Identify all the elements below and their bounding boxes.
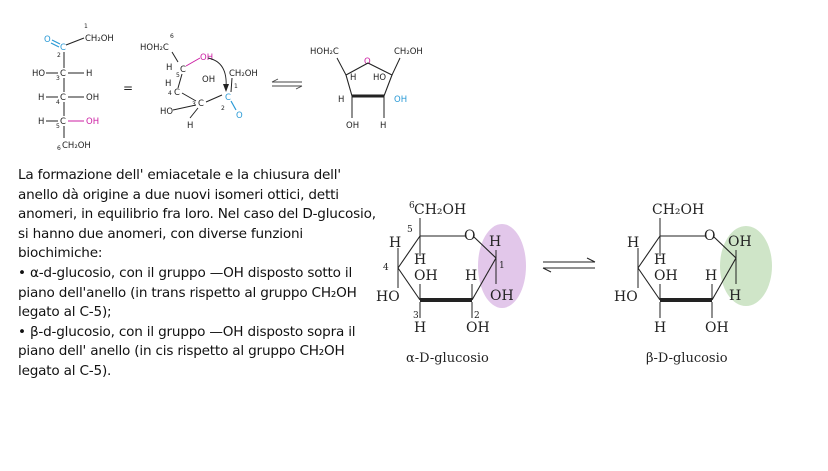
- furanose-ring: HOH₂C CH₂OH O H HO H OH OH H: [310, 47, 423, 131]
- fischer-num-5: 5: [56, 123, 60, 130]
- cyclizing-ch2oh: CH₂OH: [229, 69, 258, 79]
- cyclizing-num-5: 5: [176, 72, 180, 79]
- beta-oh-c3: OH: [654, 268, 678, 284]
- fischer-ch2oh-top: CH₂OH: [85, 34, 114, 44]
- beta-oh-c2: OH: [705, 320, 729, 336]
- cyclizing-oh-c4: OH: [202, 75, 215, 85]
- beta-h-c4: H: [654, 252, 666, 268]
- beta-h-c5: H: [627, 235, 639, 251]
- alpha-oh-c1: OH: [490, 288, 514, 304]
- cyclizing-num-6: 6: [170, 33, 174, 40]
- alpha-ch2oh: CH₂OH: [414, 202, 466, 218]
- cyclizing-h-c5: H: [166, 63, 172, 73]
- cyclizing-num-1: 1: [234, 83, 238, 90]
- fischer-num-3: 3: [56, 75, 60, 82]
- furanose-o: O: [364, 57, 371, 67]
- alpha-o: O: [464, 228, 475, 244]
- beta-h-c2: H: [705, 268, 717, 284]
- beta-oh-c1: OH: [728, 234, 752, 250]
- fischer-h-c3: H: [86, 69, 92, 79]
- cyclizing-h-c4: H: [165, 79, 171, 89]
- fischer-num-4: 4: [56, 99, 60, 106]
- furanose-h-c4: H: [338, 95, 344, 105]
- alpha-h-c2: H: [465, 268, 477, 284]
- alpha-num-5: 5: [407, 225, 413, 235]
- cyclizing-c3: C: [198, 99, 204, 109]
- alpha-anomeric-highlight: [478, 224, 526, 308]
- cyclizing-c4: C: [174, 88, 180, 98]
- fischer-c4: C: [60, 93, 66, 103]
- alpha-h-c1: H: [489, 234, 501, 250]
- fischer-oh-c5: OH: [86, 117, 99, 127]
- furanose-h-c3: H: [380, 121, 386, 131]
- equals-sign: =: [123, 81, 133, 95]
- explanation-text: La formazione dell' emiacetale e la chiu…: [18, 166, 378, 382]
- cyclizing-structure: HOH₂C 6 OH H 5 C OH H 4 C 3 C C 2 1 CH₂O…: [140, 33, 258, 131]
- equilibrium-arrows-anomers: [542, 257, 596, 273]
- furanose-ch2oh: CH₂OH: [394, 47, 423, 57]
- beta-h-c3: H: [654, 320, 666, 336]
- fischer-oh-c4: OH: [86, 93, 99, 103]
- fischer-o: O: [44, 35, 51, 45]
- equilibrium-arrows-top: [271, 78, 303, 90]
- beta-ch2oh: CH₂OH: [652, 202, 704, 218]
- fischer-h-c5: H: [38, 117, 44, 127]
- furanose-oh-c4: OH: [346, 121, 359, 131]
- beta-ho-c4: HO: [614, 289, 638, 305]
- alpha-oh-c3: OH: [414, 268, 438, 284]
- alpha-num-6: 6: [409, 201, 415, 211]
- cyclizing-o: O: [236, 111, 243, 121]
- alpha-h-c5: H: [389, 235, 401, 251]
- alpha-num-1: 1: [499, 261, 505, 271]
- furanose-hoh2c: HOH₂C: [310, 47, 339, 57]
- alpha-h-c3: H: [414, 320, 426, 336]
- fischer-ho-c3: HO: [32, 69, 45, 79]
- furanose-h-c5: H: [350, 73, 356, 83]
- beta-caption: β-D-glucosio: [646, 351, 728, 366]
- alpha-h-c4: H: [414, 252, 426, 268]
- cyclizing-c5: C: [180, 65, 186, 75]
- fischer-c1: C: [60, 43, 66, 53]
- beta-h-c1: H: [729, 288, 741, 304]
- fischer-ch2oh-bottom: CH₂OH: [62, 141, 91, 151]
- fischer-num-6: 6: [57, 145, 61, 152]
- alpha-glucose: 6 CH₂OH 5 O H H 4 HO OH 3 H H 2 OH H 1: [376, 201, 526, 366]
- beta-glucose: CH₂OH O H H HO OH H H OH OH H β-D-glucos…: [614, 202, 772, 366]
- explanation-intro: La formazione dell' emiacetale e la chiu…: [18, 167, 376, 262]
- furanose-ho-c2: HO: [373, 73, 386, 83]
- alpha-num-3: 3: [413, 311, 419, 321]
- alpha-num-2: 2: [474, 311, 480, 321]
- alpha-oh-c2: OH: [466, 320, 490, 336]
- alpha-caption: α-D-glucosio: [406, 351, 489, 366]
- beta-o: O: [704, 228, 715, 244]
- explanation-alpha: • α-d-glucosio, con il gruppo —OH dispos…: [18, 264, 357, 321]
- alpha-ho-c4: HO: [376, 289, 400, 305]
- cyclizing-num-2: 2: [221, 105, 225, 112]
- fischer-h-c4: H: [38, 93, 44, 103]
- beta-anomeric-highlight: [720, 226, 772, 306]
- cyclizing-oh-c5: OH: [200, 53, 213, 63]
- cyclizing-num-3: 3: [192, 101, 196, 108]
- alpha-num-4: 4: [383, 263, 389, 273]
- cyclizing-hoh2c: HOH₂C: [140, 43, 169, 53]
- explanation-beta: • β-d-glucosio, con il gruppo —OH dispos…: [18, 323, 356, 379]
- cyclizing-c1: C: [225, 93, 231, 103]
- fischer-num-2: 2: [57, 52, 61, 59]
- fischer-num-1: 1: [84, 23, 88, 30]
- cyclizing-h-c3: H: [187, 121, 193, 131]
- fischer-projection: O 1 CH₂OH C 2 HO 3 C H H 4 C OH H 5 C OH…: [32, 23, 114, 152]
- fischer-c3: C: [60, 69, 66, 79]
- cyclizing-num-4: 4: [168, 90, 172, 97]
- fischer-c5: C: [60, 117, 66, 127]
- furanose-oh-c2: OH: [394, 95, 407, 105]
- cyclizing-ho: HO: [160, 107, 173, 117]
